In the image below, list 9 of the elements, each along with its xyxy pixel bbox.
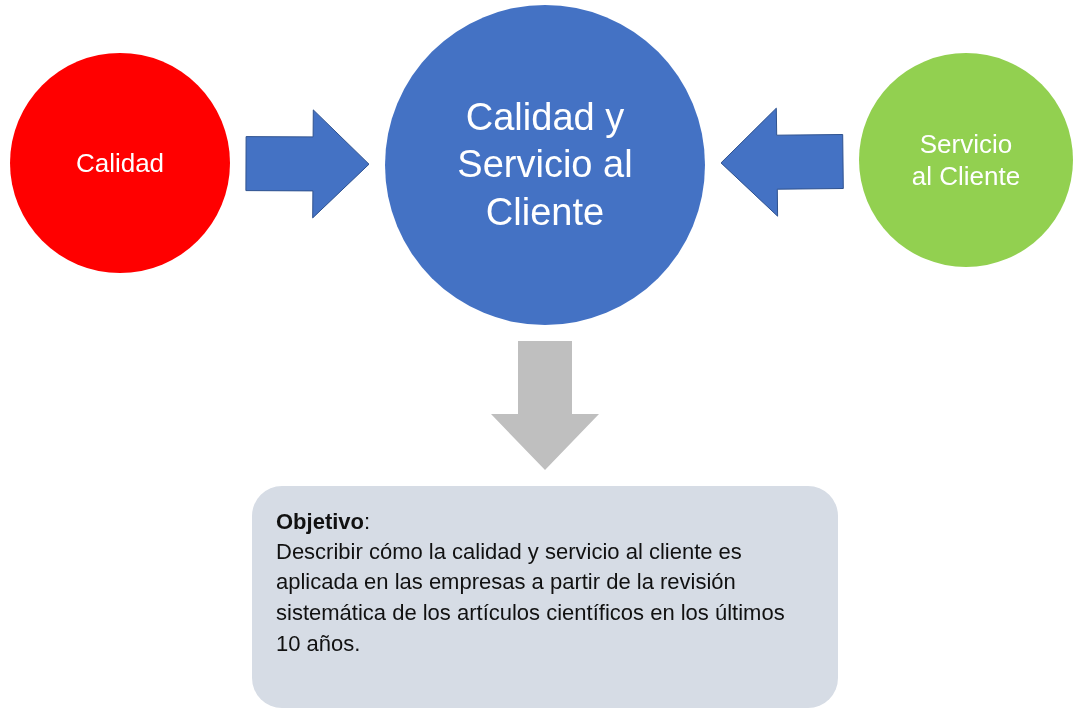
- card-heading: Objetivo:: [276, 508, 372, 536]
- block-arrow: [720, 107, 844, 217]
- card-body-text: Describir cómo la calidad y servicio al cliente es aplicada en las empresas a partir de la revisión sistemática de los artículos científicos en los últimos 10 años.: [276, 537, 786, 658]
- objective-card: [252, 486, 838, 708]
- block-arrow: [491, 341, 599, 470]
- circle-label: Calidad: [75, 146, 165, 180]
- circle-label: Calidad y Servicio al Cliente: [456, 94, 634, 235]
- block-arrow: [245, 109, 370, 219]
- circle-label: Servicio al Cliente: [910, 127, 1022, 193]
